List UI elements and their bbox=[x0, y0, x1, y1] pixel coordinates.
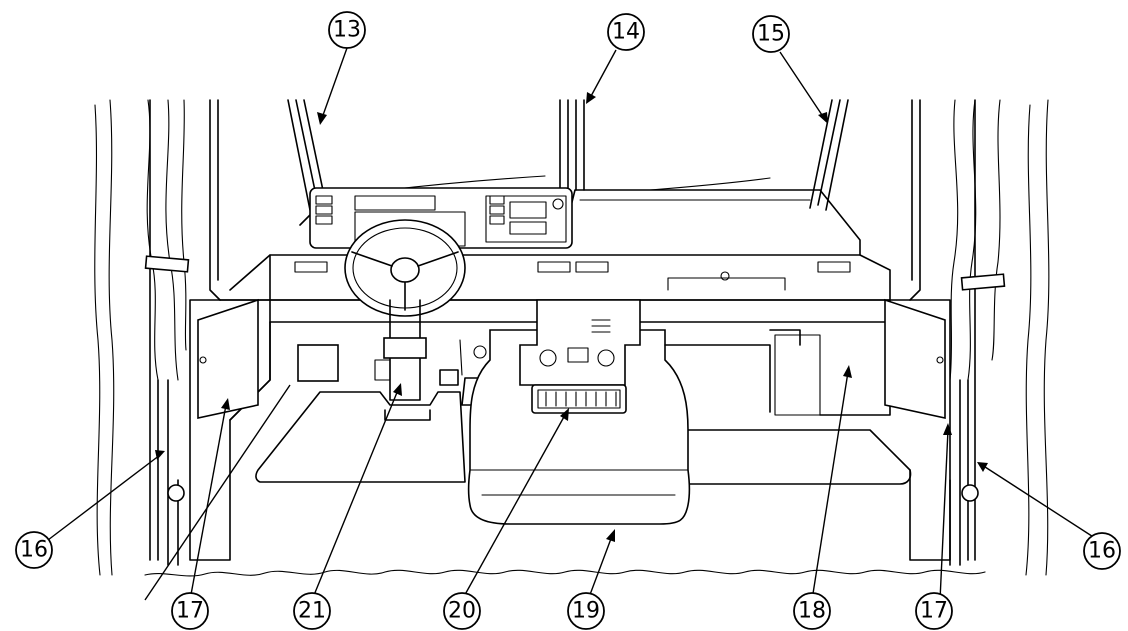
callout-18: 18 bbox=[793, 592, 831, 630]
under-dash bbox=[229, 321, 487, 421]
callout-16-right-label: 16 bbox=[1088, 539, 1116, 564]
right-equipment-box bbox=[664, 321, 891, 416]
left-curtain-tieback bbox=[144, 255, 190, 273]
callout-20-label: 20 bbox=[448, 599, 476, 624]
callout-19: 19 bbox=[567, 592, 605, 630]
right-curtain-tieback bbox=[960, 273, 1006, 291]
center-console bbox=[519, 299, 641, 386]
callout-15-label: 15 bbox=[757, 22, 785, 47]
callout-17-right: 17 bbox=[915, 592, 953, 630]
right-curtain bbox=[949, 99, 1006, 566]
right-floor-mat bbox=[679, 429, 912, 485]
callout-14-label: 14 bbox=[612, 20, 640, 45]
callout-19-label: 19 bbox=[572, 599, 600, 624]
callout-20: 20 bbox=[443, 592, 481, 630]
dash-vents bbox=[294, 261, 851, 291]
console-vent bbox=[531, 384, 627, 414]
callout-16-left-label: 16 bbox=[20, 538, 48, 563]
callout-17-left-label: 17 bbox=[176, 599, 204, 624]
left-side-panel bbox=[189, 298, 271, 561]
callout-21-label: 21 bbox=[298, 599, 326, 624]
callout-17-right-label: 17 bbox=[920, 599, 948, 624]
leader-lines bbox=[47, 47, 1099, 601]
callout-18-label: 18 bbox=[798, 599, 826, 624]
break-line bbox=[144, 569, 986, 577]
steering-column bbox=[383, 299, 431, 421]
callout-16-right: 16 bbox=[1083, 532, 1121, 570]
right-side-panel bbox=[884, 298, 951, 561]
right-wall bbox=[909, 99, 1050, 576]
left-curtain-hook bbox=[167, 484, 185, 502]
callout-16-left: 16 bbox=[15, 531, 53, 569]
right-curtain-hook bbox=[961, 484, 979, 502]
steering-wheel bbox=[344, 219, 466, 317]
callout-13-label: 13 bbox=[333, 18, 361, 43]
callout-15: 15 bbox=[752, 15, 790, 53]
callout-17-left: 17 bbox=[171, 592, 209, 630]
left-floor-mat bbox=[255, 391, 466, 483]
callout-14: 14 bbox=[607, 13, 645, 51]
left-curtain bbox=[144, 99, 190, 566]
callout-21: 21 bbox=[293, 592, 331, 630]
callout-13: 13 bbox=[328, 11, 366, 49]
